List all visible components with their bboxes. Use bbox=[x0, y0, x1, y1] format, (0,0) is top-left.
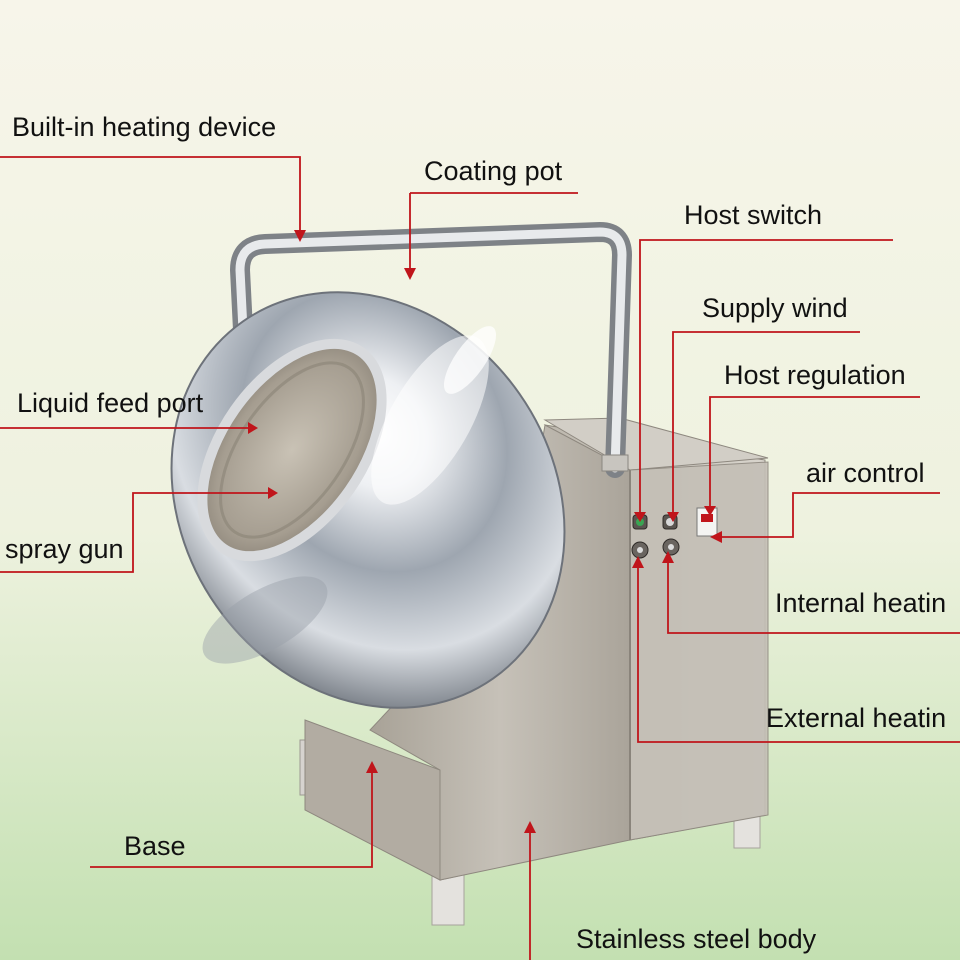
label-external-heating: External heatin bbox=[766, 703, 947, 733]
leader-host-regulation bbox=[709, 396, 920, 508]
leader-spray-gun bbox=[0, 492, 268, 573]
label-air-control: air control bbox=[806, 458, 925, 488]
label-base: Base bbox=[124, 831, 186, 861]
frame-pipe bbox=[230, 222, 632, 478]
leader-lines bbox=[0, 156, 960, 960]
leader-base bbox=[90, 765, 373, 868]
leader-coating-pot bbox=[409, 192, 578, 270]
leader-internal-heating bbox=[667, 553, 960, 634]
coating-pot bbox=[170, 291, 566, 709]
leader-external-heating bbox=[637, 558, 960, 743]
label-spray-gun: spray gun bbox=[5, 534, 124, 564]
leader-supply-wind bbox=[672, 331, 860, 512]
leader-host-switch bbox=[639, 239, 893, 512]
leader-arrowheads bbox=[248, 230, 722, 833]
label-body: Stainless steel body bbox=[576, 924, 817, 954]
leader-air-control bbox=[712, 492, 940, 538]
leader-heating-device bbox=[0, 156, 301, 234]
label-coating-pot: Coating pot bbox=[424, 156, 563, 186]
label-host-switch: Host switch bbox=[684, 200, 823, 230]
label-liquid-feed-port: Liquid feed port bbox=[17, 388, 204, 418]
label-internal-heating: Internal heatin bbox=[775, 588, 947, 618]
label-heating-device: Built-in heating device bbox=[12, 112, 277, 142]
label-host-regulation: Host regulation bbox=[724, 360, 906, 390]
label-supply-wind: Supply wind bbox=[702, 293, 848, 323]
